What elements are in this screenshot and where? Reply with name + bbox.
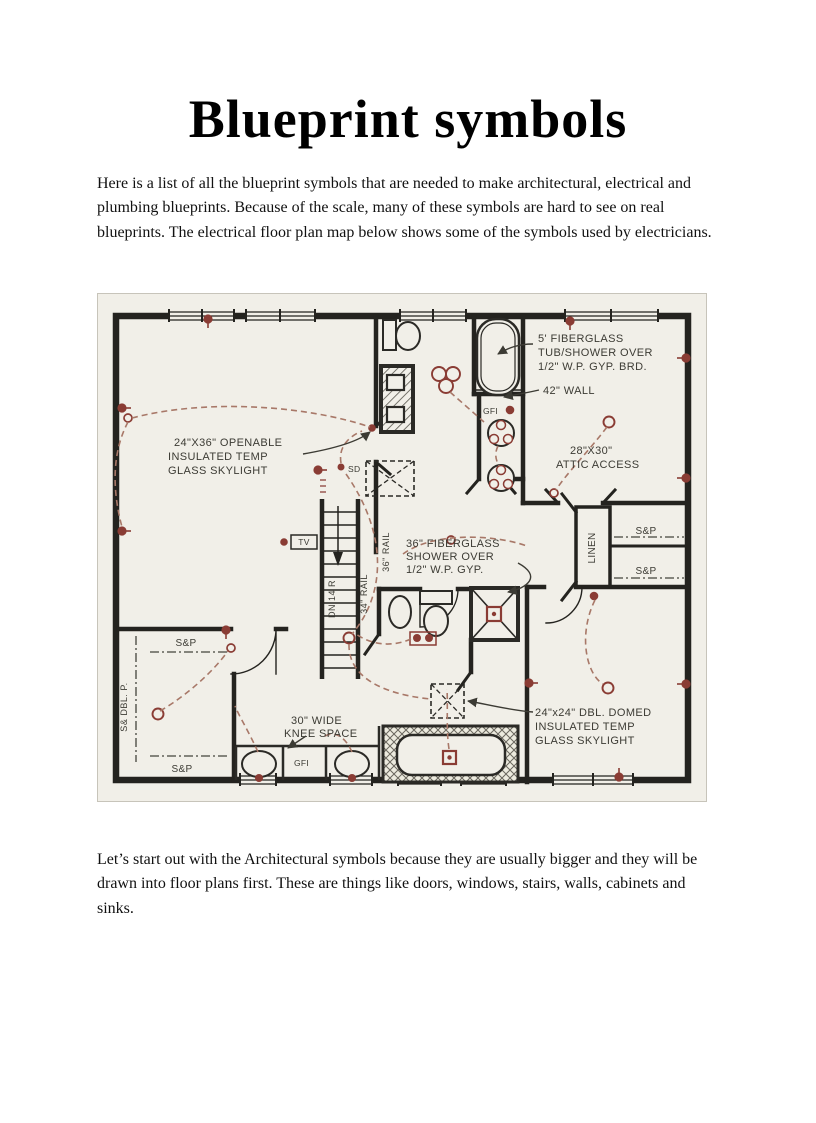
- labels-layer: 24"X36" OPENABLE INSULATED TEMP GLASS SK…: [119, 333, 656, 775]
- floorplan-figure: 24"X36" OPENABLE INSULATED TEMP GLASS SK…: [97, 292, 707, 802]
- page-title: Blueprint symbols: [188, 89, 628, 149]
- label-attic-line1: 28"X30": [570, 445, 612, 457]
- label-shelf-bl-bottom: S&P: [172, 764, 193, 775]
- floorplan-drawing: 24"X36" OPENABLE INSULATED TEMP GLASS SK…: [98, 293, 706, 801]
- label-rail-36: 36" RAIL: [381, 532, 391, 572]
- label-tub-line3: 1/2" W.P. GYP. BRD.: [538, 361, 647, 373]
- label-shelf-right-2: S&P: [636, 566, 657, 577]
- label-stairs-dn: DN 14 R: [327, 580, 337, 618]
- label-rail-34: 34" RAIL: [359, 574, 369, 614]
- label-shower-line2: SHOWER OVER: [406, 551, 494, 563]
- label-shelf-bl-top: S&P: [176, 638, 197, 649]
- label-knee-line1: 30" WIDE: [291, 715, 342, 727]
- label-gfi-vanity: GFI: [294, 758, 309, 768]
- label-sd: SD: [348, 464, 360, 474]
- label-42-wall: 42" WALL: [543, 385, 595, 397]
- label-skylight-topleft-line3: GLASS SKYLIGHT: [168, 465, 268, 477]
- label-knee-line2: KNEE SPACE: [284, 728, 358, 740]
- wiring-layer: [114, 391, 608, 753]
- label-tub-line2: TUB/SHOWER OVER: [538, 347, 653, 359]
- label-shelf-right-1: S&P: [636, 526, 657, 537]
- label-tub-line1: 5' FIBERGLASS: [538, 333, 624, 345]
- label-skylight-br-line2: INSULATED TEMP: [535, 721, 635, 733]
- label-skylight-topleft-line2: INSULATED TEMP: [168, 451, 268, 463]
- intro-paragraph: Here is a list of all the blueprint symb…: [97, 175, 712, 241]
- label-shower-line1: 36" FIBERGLASS: [406, 538, 500, 550]
- label-attic-line2: ATTIC ACCESS: [556, 459, 639, 471]
- electrical-layer: [117, 314, 691, 782]
- leader-arrows: [287, 343, 540, 749]
- label-skylight-br-line1: 24"x24" DBL. DOMED: [535, 707, 652, 719]
- outro-paragraph: Let’s start out with the Architectural s…: [97, 850, 698, 917]
- fixtures-layer: [234, 317, 521, 784]
- label-tv: TV: [298, 537, 309, 547]
- label-skylight-topleft-line1: 24"X36" OPENABLE: [174, 437, 282, 449]
- stairs: [319, 498, 361, 679]
- closet-shelving: [135, 536, 684, 762]
- label-gfi-bath: GFI: [483, 406, 498, 416]
- label-skylight-br-line3: GLASS SKYLIGHT: [535, 735, 635, 747]
- label-linen: LINEN: [587, 532, 598, 563]
- label-shelf-bl-side: S& DBL. P.: [119, 682, 129, 731]
- label-shower-line3: 1/2" W.P. GYP.: [406, 564, 484, 576]
